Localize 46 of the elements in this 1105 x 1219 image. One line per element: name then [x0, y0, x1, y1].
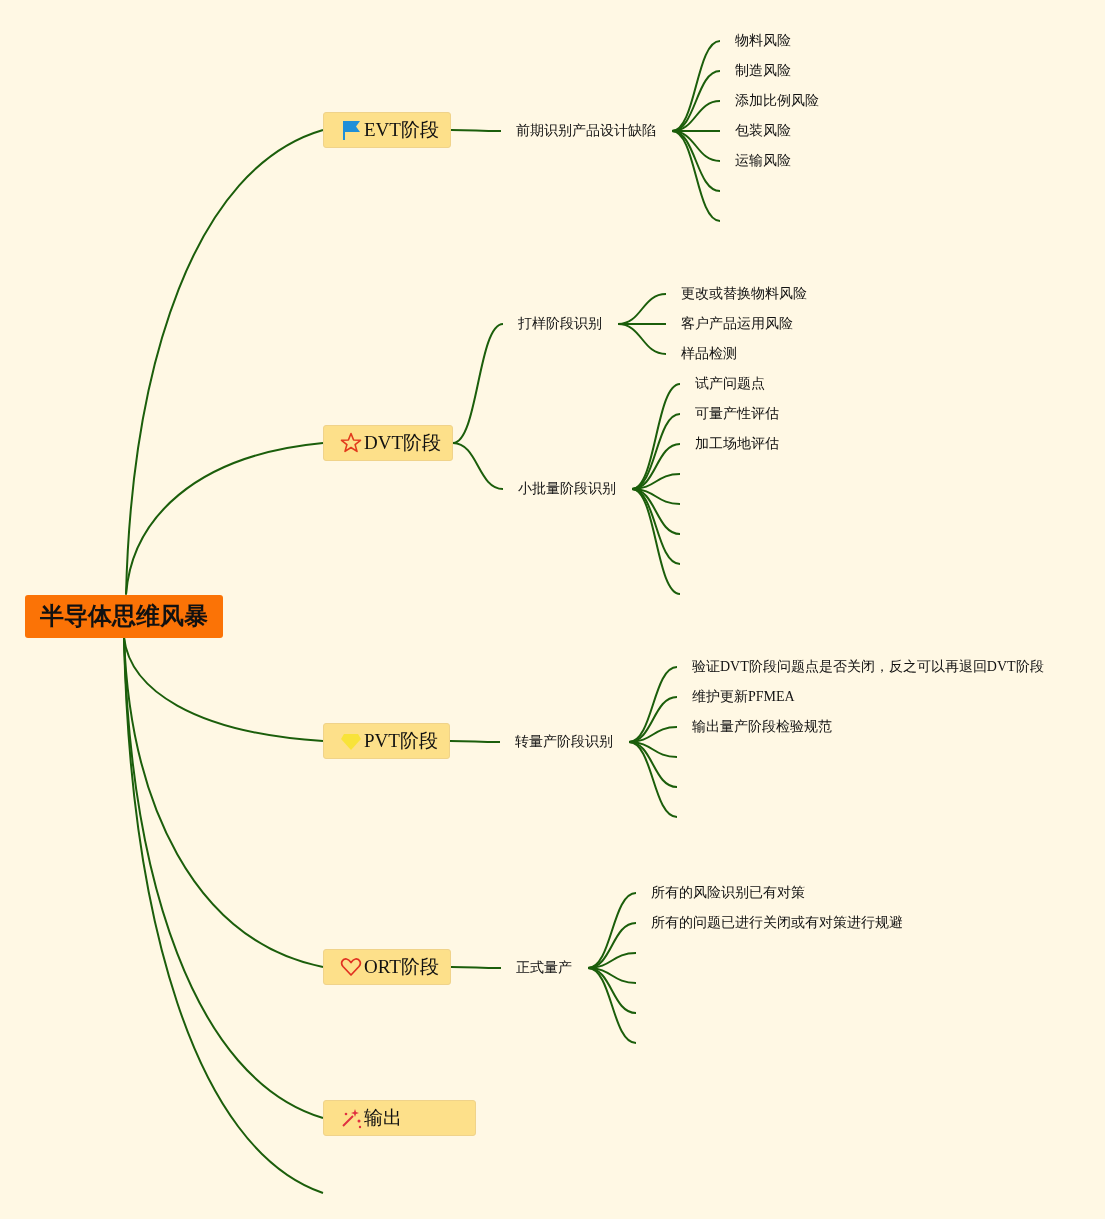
- branch-line: [587, 967, 637, 1044]
- topic-label: 验证DVT阶段问题点是否关闭，反之可以再退回DVT阶段: [677, 657, 1060, 677]
- topic-label: 加工场地评估: [680, 434, 795, 454]
- topic-label: 样品检测: [666, 344, 753, 364]
- branch-line: [671, 40, 721, 132]
- topic-label: 转量产阶段识别: [500, 732, 629, 752]
- topic-box: [323, 112, 451, 148]
- branch-line: [125, 442, 324, 596]
- topic-label: 可量产性评估: [680, 404, 795, 424]
- branch-line: [450, 129, 502, 132]
- topic-box: [323, 1100, 476, 1136]
- topic-box: [323, 949, 451, 985]
- central-topic-box: [25, 594, 223, 638]
- branch-line: [450, 966, 502, 969]
- topic-label: 输出量产阶段检验规范: [677, 717, 848, 737]
- topic-label: 输出: [364, 1106, 402, 1130]
- branch-line: [452, 323, 504, 444]
- topic-box: [323, 723, 450, 759]
- topic-label: DVT阶段: [364, 431, 442, 455]
- topic-label: 制造风险: [720, 61, 807, 81]
- topic-label: 小批量阶段识别: [503, 479, 632, 499]
- topic-label: 运输风险: [720, 151, 807, 171]
- branch-line: [452, 442, 504, 490]
- topic-label: 更改或替换物料风险: [666, 284, 823, 304]
- branch-line: [631, 488, 681, 595]
- branch-line: [617, 323, 667, 355]
- branch-line: [449, 740, 501, 743]
- branch-line: [628, 741, 678, 818]
- topic-label: 打样阶段识别: [503, 314, 618, 334]
- topic-label: 所有的风险识别已有对策: [636, 883, 821, 903]
- topic-label: 添加比例风险: [720, 91, 835, 111]
- topic-label: 物料风险: [720, 31, 807, 51]
- topic-label: EVT阶段: [364, 118, 439, 142]
- topic-label: 包装风险: [720, 121, 807, 141]
- topic-label: PVT阶段: [364, 729, 438, 753]
- central-topic-label: 半导体思维风暴: [40, 601, 208, 632]
- topic-label: ORT阶段: [364, 955, 439, 979]
- branch-line: [671, 130, 721, 222]
- topic-label: 正式量产: [501, 958, 588, 978]
- topic-label: 客户产品运用风险: [666, 314, 809, 334]
- branch-line: [631, 383, 681, 490]
- topic-label: 试产问题点: [680, 374, 781, 394]
- topic-box: [323, 425, 453, 461]
- topic-label: 所有的问题已进行关闭或有对策进行规避: [636, 913, 919, 933]
- topic-label: 前期识别产品设计缺陷: [501, 121, 672, 141]
- topic-label: 维护更新PFMEA: [677, 687, 811, 707]
